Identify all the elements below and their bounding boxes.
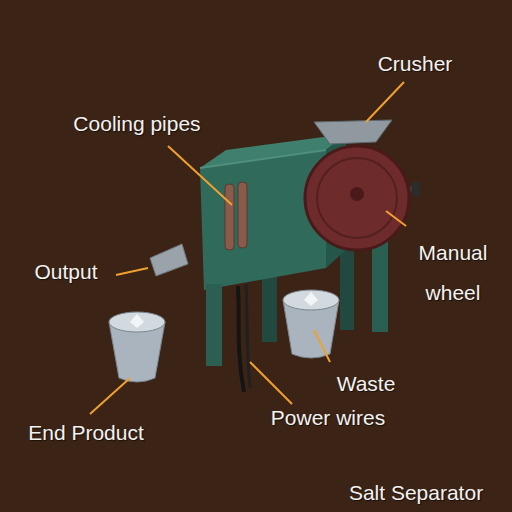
manual-wheel — [305, 146, 409, 250]
output-chute — [150, 244, 188, 276]
machine-leg — [372, 236, 388, 332]
leader-line — [386, 211, 406, 226]
wheel-rim — [317, 158, 397, 238]
wheel-hub — [350, 187, 364, 201]
leader-line — [168, 146, 232, 205]
machine-leg — [340, 250, 354, 330]
machine-leg — [206, 284, 222, 366]
part-label: Crusher — [378, 52, 453, 76]
end-product-bucket — [109, 312, 165, 382]
leader-line — [90, 378, 130, 414]
machine-leg — [262, 272, 277, 342]
cooling-pipe — [238, 182, 247, 248]
power-wire — [246, 284, 250, 388]
machine-edge — [200, 150, 326, 168]
machine-front — [200, 150, 326, 290]
crusher-hopper — [314, 120, 392, 144]
crank-handle — [412, 182, 420, 196]
waste-bucket — [283, 290, 339, 358]
part-label: Cooling pipes — [73, 112, 200, 136]
caption: Salt Separator — [349, 481, 483, 505]
part-label: Manual wheel — [407, 233, 499, 313]
power-wire — [238, 286, 244, 392]
cooling-pipe — [225, 184, 234, 250]
part-label: Waste — [337, 372, 396, 396]
leader-line — [366, 82, 404, 122]
leader-line — [250, 362, 292, 404]
part-label: End Product — [28, 421, 144, 445]
leader-line — [116, 268, 148, 275]
part-label: Power wires — [271, 406, 385, 430]
part-label: Output — [34, 260, 97, 284]
leader-line — [314, 330, 330, 362]
